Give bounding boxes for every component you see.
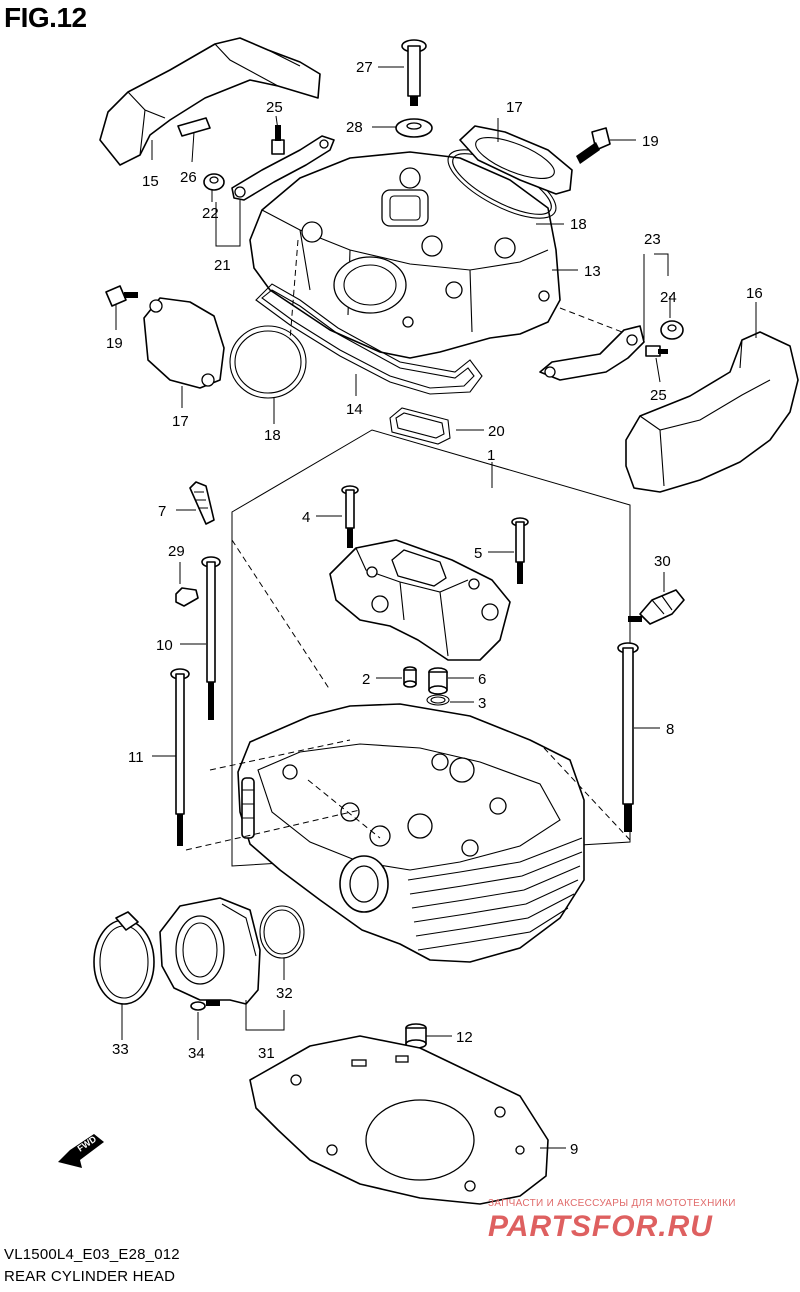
callout-32: 32	[276, 985, 293, 1002]
fwd-arrow-icon: FWD	[58, 1134, 104, 1168]
part-29-clip	[175, 587, 199, 607]
callout-11: 11	[128, 749, 144, 766]
callout-18-left: 18	[264, 427, 281, 444]
callout-17-top: 17	[506, 99, 523, 116]
callout-14: 14	[346, 401, 363, 418]
callout-15: 15	[142, 173, 159, 190]
part-20-gasket	[389, 407, 451, 445]
part-25-screw-right	[645, 345, 668, 357]
part-33-hose-clamp	[93, 911, 155, 1005]
part-28-washer	[395, 118, 433, 138]
callout-12: 12	[456, 1029, 473, 1046]
figure-title: FIG.12	[4, 2, 87, 33]
callout-1: 1	[487, 447, 495, 464]
callout-21: 21	[214, 257, 231, 274]
section-name: REAR CYLINDER HEAD	[4, 1268, 176, 1285]
watermark-tagline: ЗАПЧАСТИ И АКСЕССУАРЫ ДЛЯ МОТОТЕХНИКИ	[488, 1198, 736, 1209]
part-21-bracket	[231, 135, 335, 201]
part-34-screw	[190, 1000, 220, 1011]
callout-4: 4	[302, 509, 310, 526]
part-16-side-cover	[625, 331, 799, 493]
callout-24: 24	[660, 289, 677, 306]
callout-3: 3	[478, 695, 486, 712]
callout-34: 34	[188, 1045, 205, 1062]
part-13-cylinder-head-cover	[249, 151, 561, 359]
part-17-cap-left	[143, 297, 225, 389]
part-26-rubber-strip	[177, 117, 211, 137]
part-8-long-bolt	[617, 642, 639, 832]
part-10-long-bolt	[201, 556, 221, 720]
callout-labels: 27 28 25 15 26 22 21 17 19 18 13 23 24 1…	[106, 59, 763, 1158]
callout-19-right: 19	[642, 133, 659, 150]
callout-16: 16	[746, 285, 763, 302]
callout-9: 9	[570, 1141, 578, 1158]
leader-lines	[115, 66, 757, 1149]
callout-30: 30	[654, 553, 671, 570]
callout-2: 2	[362, 671, 370, 688]
callout-13: 13	[584, 263, 601, 280]
part-9-head-gasket	[249, 1035, 549, 1205]
part-3-o-ring	[426, 694, 450, 706]
part-1-cylinder-head	[237, 703, 585, 963]
callout-10: 10	[156, 637, 173, 654]
part-14-cover-gasket	[255, 283, 483, 395]
part-4-bolt	[341, 485, 359, 548]
part-31-intake-pipe	[159, 897, 261, 1005]
part-19-bolt-left	[105, 285, 138, 307]
callout-28: 28	[346, 119, 363, 136]
callout-31: 31	[258, 1045, 275, 1062]
part-12-dowel	[405, 1023, 427, 1049]
callout-25-top: 25	[266, 99, 283, 116]
part-11-long-bolt	[170, 668, 190, 846]
part-1-camshaft-holder	[329, 539, 511, 661]
watermark-logo: PARTSFOR.RU	[488, 1210, 713, 1243]
callout-17-left: 17	[172, 413, 189, 430]
part-17-cap-right	[459, 125, 573, 195]
callout-6: 6	[478, 671, 486, 688]
part-30-spark-plug	[628, 589, 685, 625]
part-25-screw-top	[271, 125, 285, 155]
part-22-spacer	[203, 173, 225, 191]
part-18-o-ring-left	[229, 325, 307, 399]
callout-20: 20	[488, 423, 505, 440]
callout-19-left: 19	[106, 335, 123, 352]
part-19-bolt-right	[576, 127, 611, 164]
part-7-stud	[189, 481, 215, 525]
callout-26: 26	[180, 169, 197, 186]
part-5-bolt	[511, 517, 529, 584]
callout-25-right: 25	[650, 387, 667, 404]
model-code: VL1500L4_E03_E28_012	[4, 1246, 180, 1263]
part-24-spacer	[660, 320, 684, 340]
part-23-bracket	[539, 325, 645, 381]
part-27-bolt	[401, 39, 427, 106]
part-32-o-ring	[259, 905, 305, 959]
callout-18-right: 18	[570, 216, 587, 233]
callout-33: 33	[112, 1041, 129, 1058]
callout-5: 5	[474, 545, 482, 562]
part-6-dowel	[428, 667, 448, 695]
callout-8: 8	[666, 721, 674, 738]
callout-22: 22	[202, 205, 219, 222]
callout-23: 23	[644, 231, 661, 248]
callout-27: 27	[356, 59, 373, 76]
part-15-side-cover	[99, 37, 321, 166]
callout-7: 7	[158, 503, 166, 520]
callout-29: 29	[168, 543, 185, 560]
part-2-dowel-pin	[403, 666, 417, 688]
